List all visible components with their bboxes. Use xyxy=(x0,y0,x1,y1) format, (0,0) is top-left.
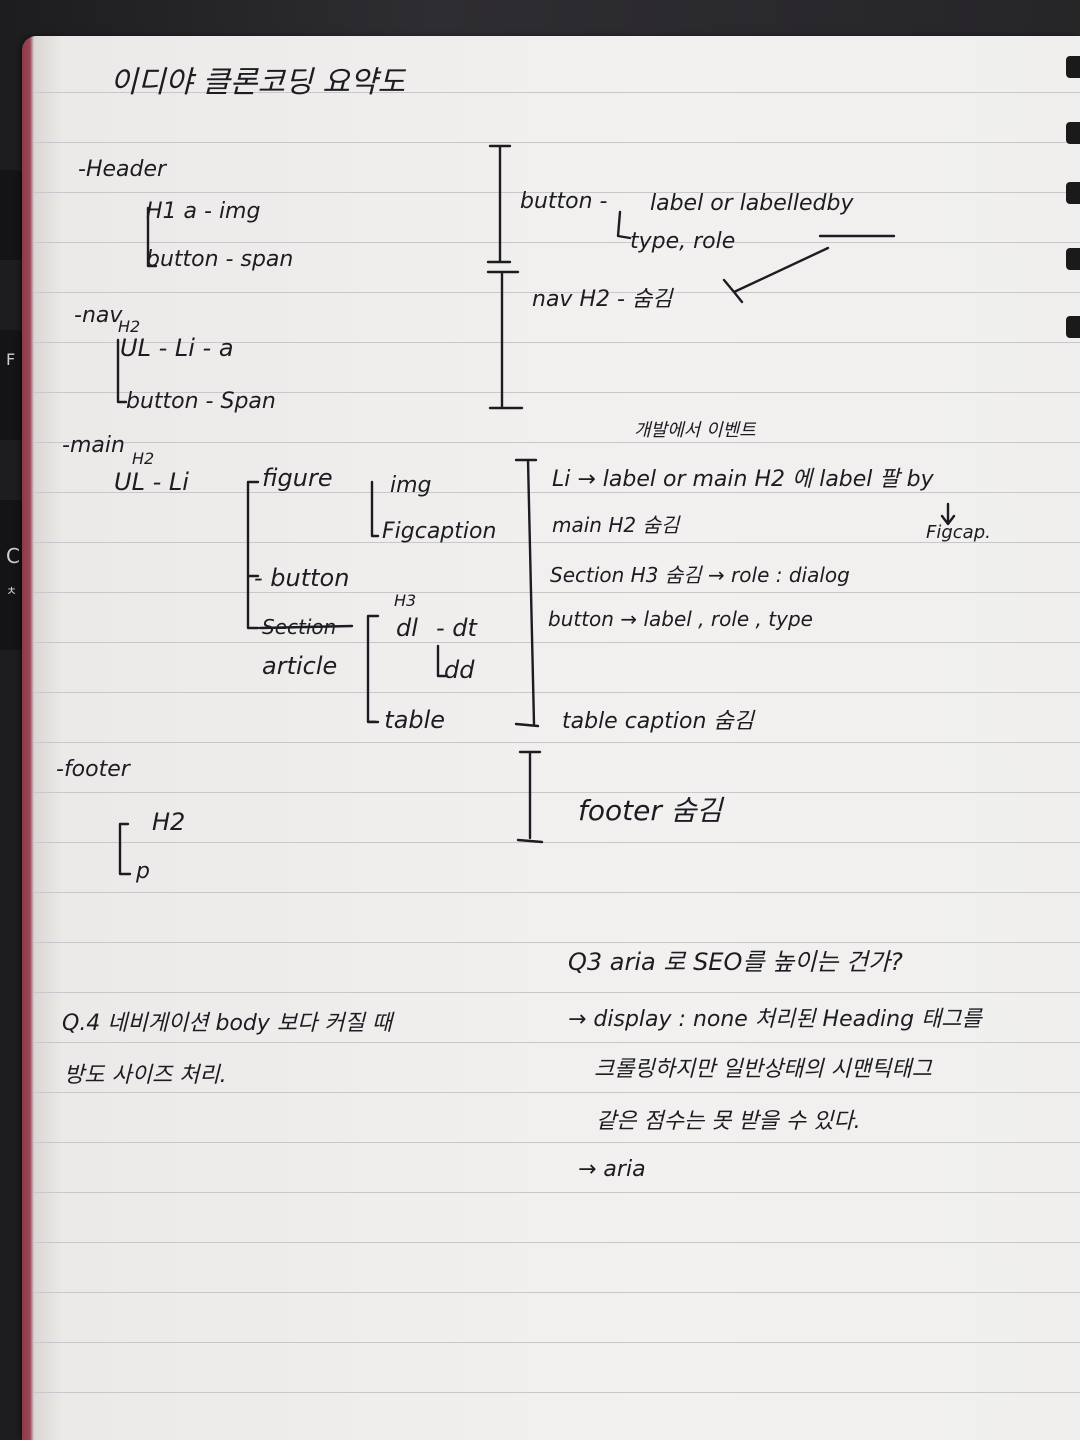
note-header-label: label or labelledby xyxy=(650,191,854,216)
down-arrow-icon xyxy=(940,502,956,526)
tree-connector xyxy=(370,480,380,538)
tree-connector xyxy=(246,480,260,630)
header-child-2: button - span xyxy=(146,247,293,272)
header-child-1: H1 a - img xyxy=(146,199,260,224)
nav-child-1: UL - Li - a xyxy=(120,334,234,362)
tree-connector xyxy=(366,614,380,724)
ruled-line xyxy=(34,692,1080,693)
note-main-h2: main H2 숨김 xyxy=(552,513,681,537)
ruled-line xyxy=(34,142,1080,143)
q3-line-3: 같은 점수는 못 받을 수 있다. xyxy=(596,1109,861,1134)
notebook-page: 이디야 클론코딩 요약도 -Header H1 a - img button -… xyxy=(22,36,1080,1440)
note-table: table caption 숨김 xyxy=(562,709,756,734)
bracket-nav xyxy=(486,270,524,410)
key-label: F xyxy=(6,350,16,369)
laptop-key: F xyxy=(0,330,24,440)
bracket-footer xyxy=(516,750,544,844)
q3-title: Q3 aria 로 SEO를 높이는 건가? xyxy=(568,948,903,976)
footer-p: p xyxy=(135,859,150,884)
arrow-icon xyxy=(722,246,830,304)
note-button: button → label , role , type xyxy=(548,607,813,631)
nav-label: -nav xyxy=(74,303,123,328)
ruled-line xyxy=(34,642,1080,643)
ruled-line xyxy=(34,1092,1080,1093)
ruled-line xyxy=(34,892,1080,893)
ruled-line xyxy=(34,492,1080,493)
key-label: ㅊ xyxy=(6,584,18,598)
note-section-h3: Section H3 숨김 → role : dialog xyxy=(550,563,850,587)
footer-label: -footer xyxy=(56,757,132,782)
main-table: - table xyxy=(368,706,445,734)
ruled-line xyxy=(34,1292,1080,1293)
ruled-line xyxy=(34,792,1080,793)
ruled-line xyxy=(34,1192,1080,1193)
ruled-line xyxy=(34,592,1080,593)
ruled-line xyxy=(34,1392,1080,1393)
q4-line-2: 방도 사이즈 처리. xyxy=(64,1063,227,1088)
header-label: -Header xyxy=(78,157,168,182)
ruled-line xyxy=(34,542,1080,543)
main-button: - button xyxy=(254,564,349,592)
ruled-line xyxy=(34,1342,1080,1343)
footer-h2: H2 xyxy=(152,808,185,836)
ruled-line xyxy=(34,842,1080,843)
note-header-type: type, role xyxy=(630,229,735,254)
laptop-key xyxy=(0,170,24,260)
tree-connector xyxy=(116,338,128,404)
main-dd: dd xyxy=(444,656,475,684)
note-main-li: Li → label or main H2 에 label 팔 by xyxy=(552,467,935,492)
ruled-line xyxy=(34,342,1080,343)
bracket-header xyxy=(486,144,512,264)
q3-line-4: → aria xyxy=(578,1157,646,1182)
ruled-line xyxy=(34,292,1080,293)
main-article: article xyxy=(262,652,337,680)
q4-line-1: Q.4 네비게이션 body 보다 커질 때 xyxy=(62,1011,395,1036)
ruled-line xyxy=(34,392,1080,393)
note-nav: nav H2 - 숨김 xyxy=(532,287,674,312)
key-label: C xyxy=(6,544,20,568)
tree-connector xyxy=(146,206,158,268)
spiral-ring xyxy=(1066,122,1080,144)
main-label: -main xyxy=(62,433,125,458)
main-figcaption: Figcaption xyxy=(382,519,496,544)
spiral-ring xyxy=(1066,182,1080,204)
main-h3: H3 xyxy=(394,591,416,610)
ruled-line xyxy=(34,92,1080,93)
tree-connector xyxy=(616,210,632,240)
note-figcap: Figcap. xyxy=(926,522,991,543)
main-h2: H2 xyxy=(132,449,154,468)
bracket-main xyxy=(514,458,540,728)
tree-connector xyxy=(118,822,132,876)
spiral-ring xyxy=(1066,56,1080,78)
tree-connector xyxy=(436,644,448,678)
strike-through xyxy=(258,624,354,630)
main-figure: figure xyxy=(262,464,333,492)
ruled-line xyxy=(34,442,1080,443)
laptop-key: C ㅊ xyxy=(0,500,24,650)
ruled-line xyxy=(34,1142,1080,1143)
ruled-line xyxy=(34,242,1080,243)
ruled-line xyxy=(34,1042,1080,1043)
handwriting-layer: 이디야 클론코딩 요약도 -Header H1 a - img button -… xyxy=(56,65,991,1182)
nav-child-2: button - Span xyxy=(126,389,276,414)
q3-line-2: 크롤링하지만 일반상태의 시맨틱태그 xyxy=(594,1057,933,1082)
ruled-line xyxy=(34,742,1080,743)
main-dl: dl xyxy=(396,614,418,642)
ruled-line xyxy=(34,942,1080,943)
main-dt: - dt xyxy=(436,614,479,642)
page-title: 이디야 클론코딩 요약도 xyxy=(110,65,406,100)
note-header-button: button - xyxy=(520,189,608,214)
ruled-line xyxy=(34,992,1080,993)
q3-line-1: → display : none 처리된 Heading 태그를 xyxy=(568,1007,984,1032)
spiral-ring xyxy=(1066,316,1080,338)
note-footer: footer 숨김 xyxy=(578,794,724,827)
spiral-ring xyxy=(1066,248,1080,270)
note-event: 개발에서 이벤트 xyxy=(634,420,757,441)
nav-h2: H2 xyxy=(118,317,140,336)
main-figure-img: img xyxy=(390,473,432,498)
ruled-line xyxy=(34,1242,1080,1243)
main-root: UL - Li xyxy=(114,468,189,496)
ruled-line xyxy=(34,192,1080,193)
